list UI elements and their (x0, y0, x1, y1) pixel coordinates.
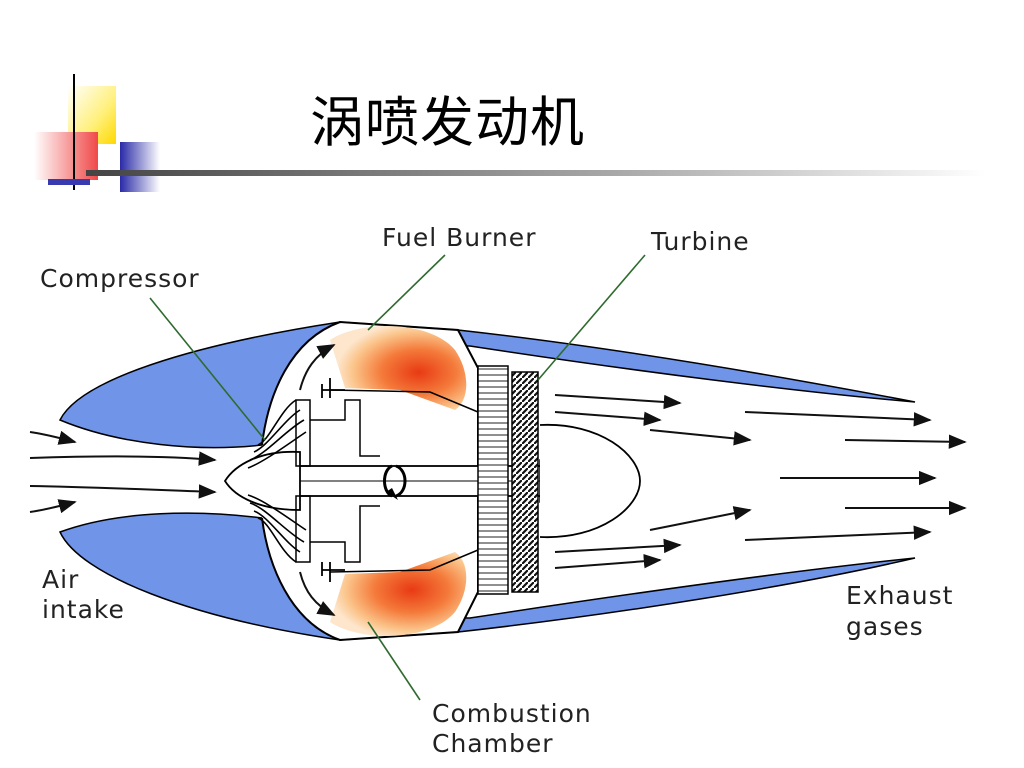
intake-flow-arrows (29, 430, 217, 514)
inner-strut-top (310, 399, 380, 457)
internal-flow-arrows (299, 344, 336, 616)
label-air-intake-2: intake (42, 595, 125, 624)
compressor-disc-top (295, 399, 311, 467)
leader-fuel-burner (367, 254, 446, 331)
leader-compressor (149, 297, 266, 441)
label-combustion-2: Chamber (432, 729, 554, 758)
leader-lines (149, 254, 646, 701)
label-fuel-burner: Fuel Burner (382, 223, 536, 252)
combustion-flame-bottom (330, 552, 467, 636)
leader-turbine (537, 254, 646, 381)
label-combustion-1: Combustion (432, 699, 592, 728)
fuel-injector-top (321, 378, 345, 398)
compressor-disc-bottom (295, 495, 311, 563)
deco-blue-bar (48, 179, 90, 185)
label-air-intake-1: Air (42, 565, 79, 594)
label-exhaust-2: gases (846, 612, 924, 641)
turbine-stator (477, 365, 509, 595)
exhaust-flow-arrows (554, 394, 967, 569)
combustion-flame-top (330, 326, 467, 410)
slide-title: 涡喷发动机 (310, 91, 585, 154)
liner-bottom (329, 549, 479, 573)
title-rule (86, 170, 986, 176)
label-turbine: Turbine (650, 227, 750, 256)
deco-blue-square (120, 142, 160, 192)
inner-strut-bottom (310, 505, 380, 563)
compressor-spinner (223, 450, 301, 511)
leader-combustion (367, 621, 421, 701)
slide-decoration (34, 74, 986, 192)
turbojet-diagram: Fuel Burner Turbine Compressor Air intak… (29, 223, 967, 758)
liner-top (329, 389, 479, 413)
exhaust-cone (539, 424, 641, 538)
fuel-injector-bottom (321, 562, 345, 582)
label-exhaust-1: Exhaust (846, 581, 953, 610)
label-compressor: Compressor (40, 264, 200, 293)
turbine-rotor (511, 371, 539, 593)
